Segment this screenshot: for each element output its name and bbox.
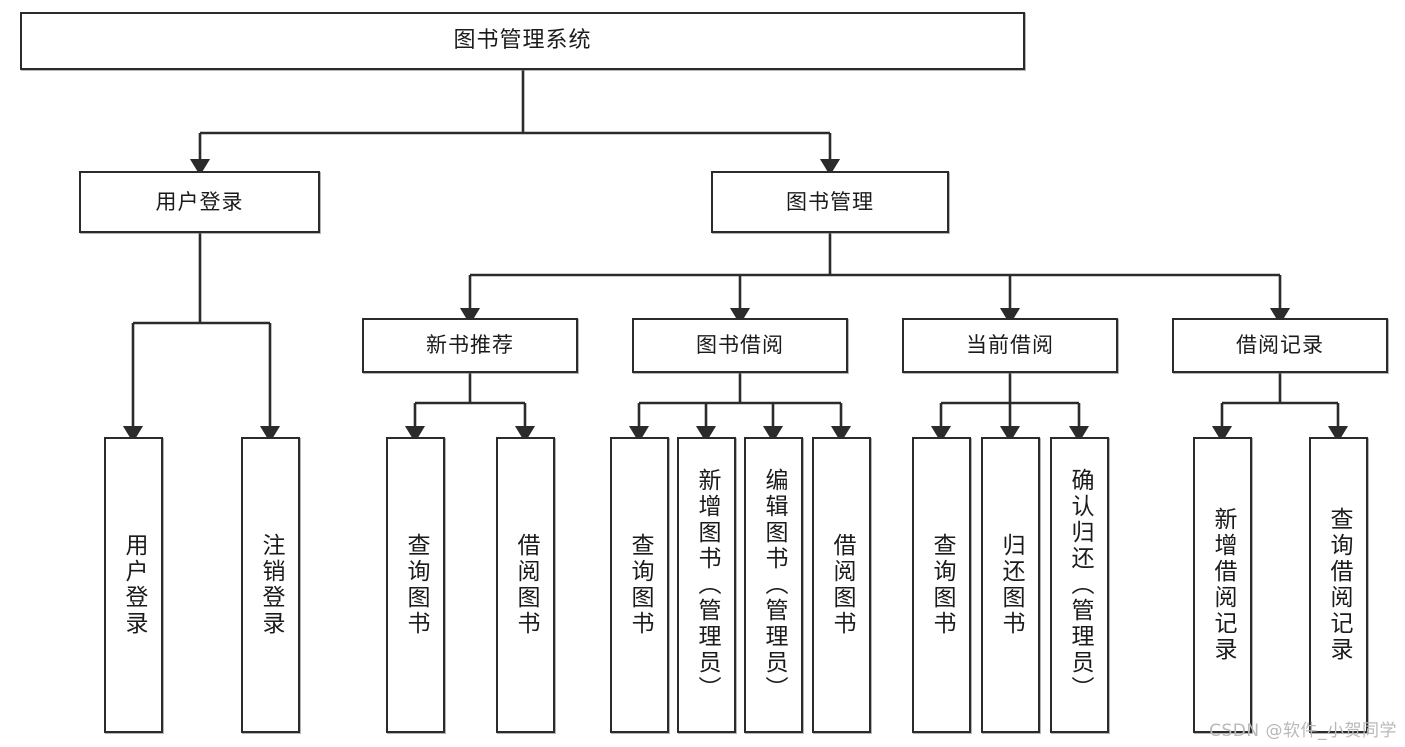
node-borrow-label: 图书借阅 <box>696 333 784 358</box>
node-leaf10[interactable]: 归还图书 <box>981 437 1040 733</box>
node-newbook-label: 新书推荐 <box>426 333 514 358</box>
node-leaf3[interactable]: 查询图书 <box>386 437 445 733</box>
node-leaf5-label: 查询图书 <box>627 533 653 637</box>
node-records-label: 借阅记录 <box>1236 333 1324 358</box>
node-current[interactable]: 当前借阅 <box>902 318 1118 373</box>
node-newbook[interactable]: 新书推荐 <box>362 318 578 373</box>
node-leaf6[interactable]: 新增图书（管理员） <box>677 437 736 733</box>
node-records[interactable]: 借阅记录 <box>1172 318 1388 373</box>
node-leaf3-label: 查询图书 <box>403 533 429 637</box>
node-bookmgmt[interactable]: 图书管理 <box>711 171 949 233</box>
node-login[interactable]: 用户登录 <box>79 171 320 233</box>
node-leaf11[interactable]: 确认归还（管理员） <box>1050 437 1109 733</box>
node-leaf13-label: 查询借阅记录 <box>1326 507 1352 663</box>
node-leaf7-label: 编辑图书（管理员） <box>761 468 787 702</box>
node-leaf10-label: 归还图书 <box>998 533 1024 637</box>
node-current-label: 当前借阅 <box>966 333 1054 358</box>
node-leaf2-label: 注销登录 <box>258 533 284 637</box>
node-leaf11-label: 确认归还（管理员） <box>1067 468 1093 702</box>
node-leaf2[interactable]: 注销登录 <box>241 437 300 733</box>
node-leaf12-label: 新增借阅记录 <box>1210 507 1236 663</box>
node-login-label: 用户登录 <box>155 189 244 214</box>
node-leaf1-label: 用户登录 <box>121 533 147 637</box>
node-leaf7[interactable]: 编辑图书（管理员） <box>744 437 803 733</box>
node-leaf4-label: 借阅图书 <box>513 533 539 637</box>
node-leaf4[interactable]: 借阅图书 <box>496 437 555 733</box>
node-leaf5[interactable]: 查询图书 <box>610 437 669 733</box>
watermark-text: CSDN @软件_小贺同学 <box>1209 721 1397 741</box>
node-leaf1[interactable]: 用户登录 <box>104 437 163 733</box>
node-leaf8[interactable]: 借阅图书 <box>812 437 871 733</box>
node-leaf9-label: 查询图书 <box>929 533 955 637</box>
node-bookmgmt-label: 图书管理 <box>786 189 874 214</box>
node-leaf12[interactable]: 新增借阅记录 <box>1193 437 1252 733</box>
node-leaf6-label: 新增图书（管理员） <box>694 468 720 702</box>
node-leaf8-label: 借阅图书 <box>829 533 855 637</box>
node-borrow[interactable]: 图书借阅 <box>632 318 848 373</box>
node-leaf13[interactable]: 查询借阅记录 <box>1309 437 1368 733</box>
node-root-label: 图书管理系统 <box>453 28 592 54</box>
node-leaf9[interactable]: 查询图书 <box>912 437 971 733</box>
node-root[interactable]: 图书管理系统 <box>20 12 1025 70</box>
